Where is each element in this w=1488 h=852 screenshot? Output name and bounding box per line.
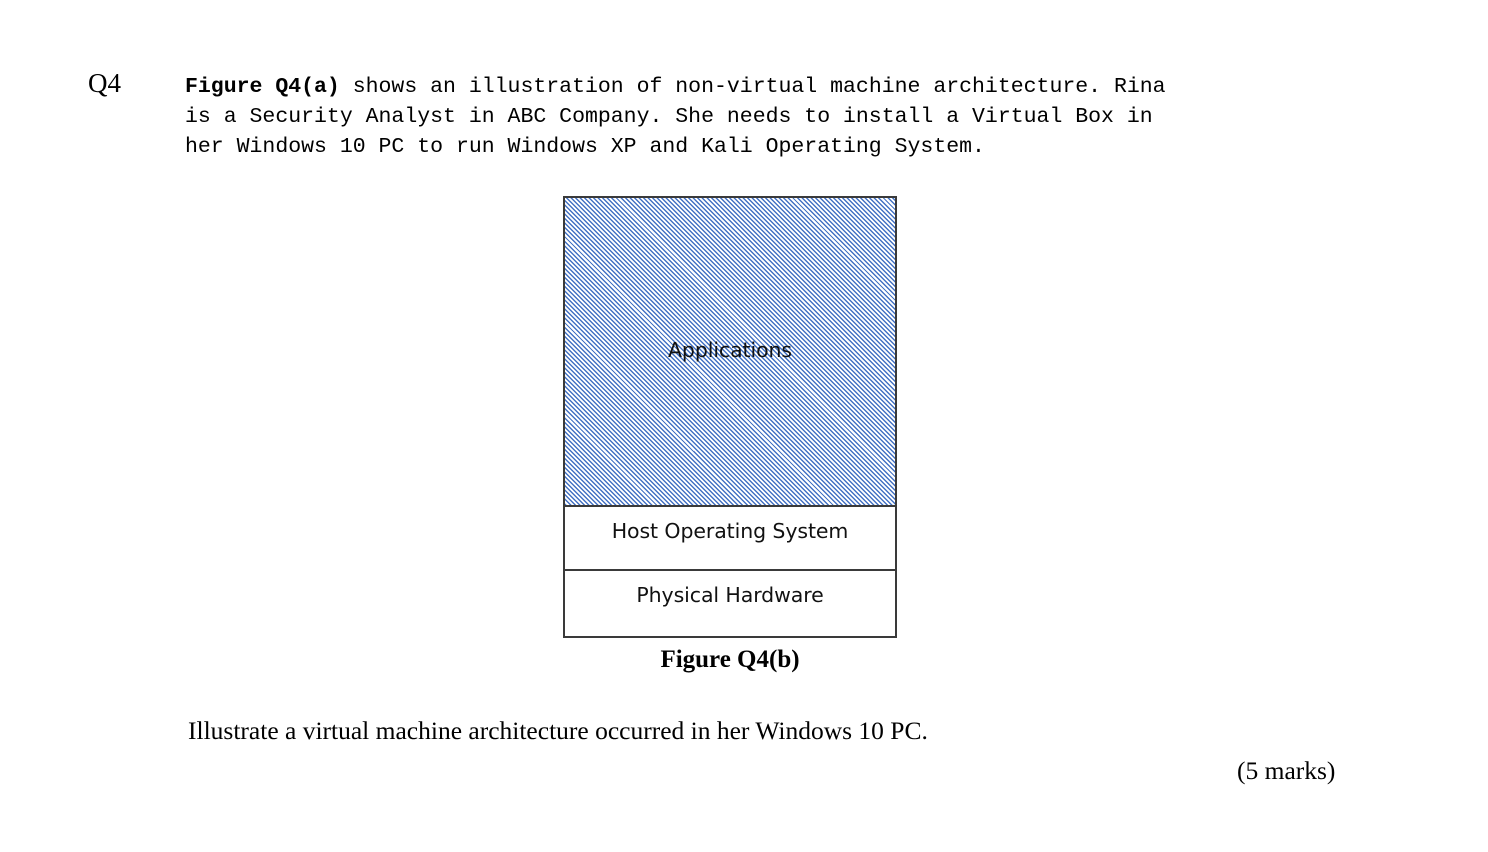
diagram-layer-host-operating-system: Host Operating System <box>565 507 895 571</box>
question-body-line-3: her Windows 10 PC to run Windows XP and … <box>185 135 985 159</box>
question-prompt: Illustrate a virtual machine architectur… <box>188 716 928 745</box>
question-body-line-1-text: shows an illustration of non-virtual mac… <box>339 75 1166 99</box>
diagram-layer-applications: Applications <box>565 198 895 507</box>
question-body-line-1: Figure Q4(a) shows an illustration of no… <box>185 72 1385 102</box>
question-marks: (5 marks) <box>1237 756 1336 785</box>
diagram-layer-applications-label: Applications <box>667 337 793 362</box>
question-body: Figure Q4(a) shows an illustration of no… <box>185 72 1385 162</box>
question-body-line-2: is a Security Analyst in ABC Company. Sh… <box>185 105 1153 129</box>
figure-q4b: Applications Host Operating System Physi… <box>563 196 897 674</box>
diagram-layer-host-operating-system-label: Host Operating System <box>611 519 849 543</box>
figure-caption: Figure Q4(b) <box>660 646 800 673</box>
figure-reference: Figure Q4(a) <box>185 75 340 99</box>
diagram-layer-physical-hardware: Physical Hardware <box>565 571 895 636</box>
question-number: Q4 <box>88 68 121 98</box>
architecture-stack-diagram: Applications Host Operating System Physi… <box>563 196 897 638</box>
diagram-layer-physical-hardware-label: Physical Hardware <box>636 583 824 607</box>
